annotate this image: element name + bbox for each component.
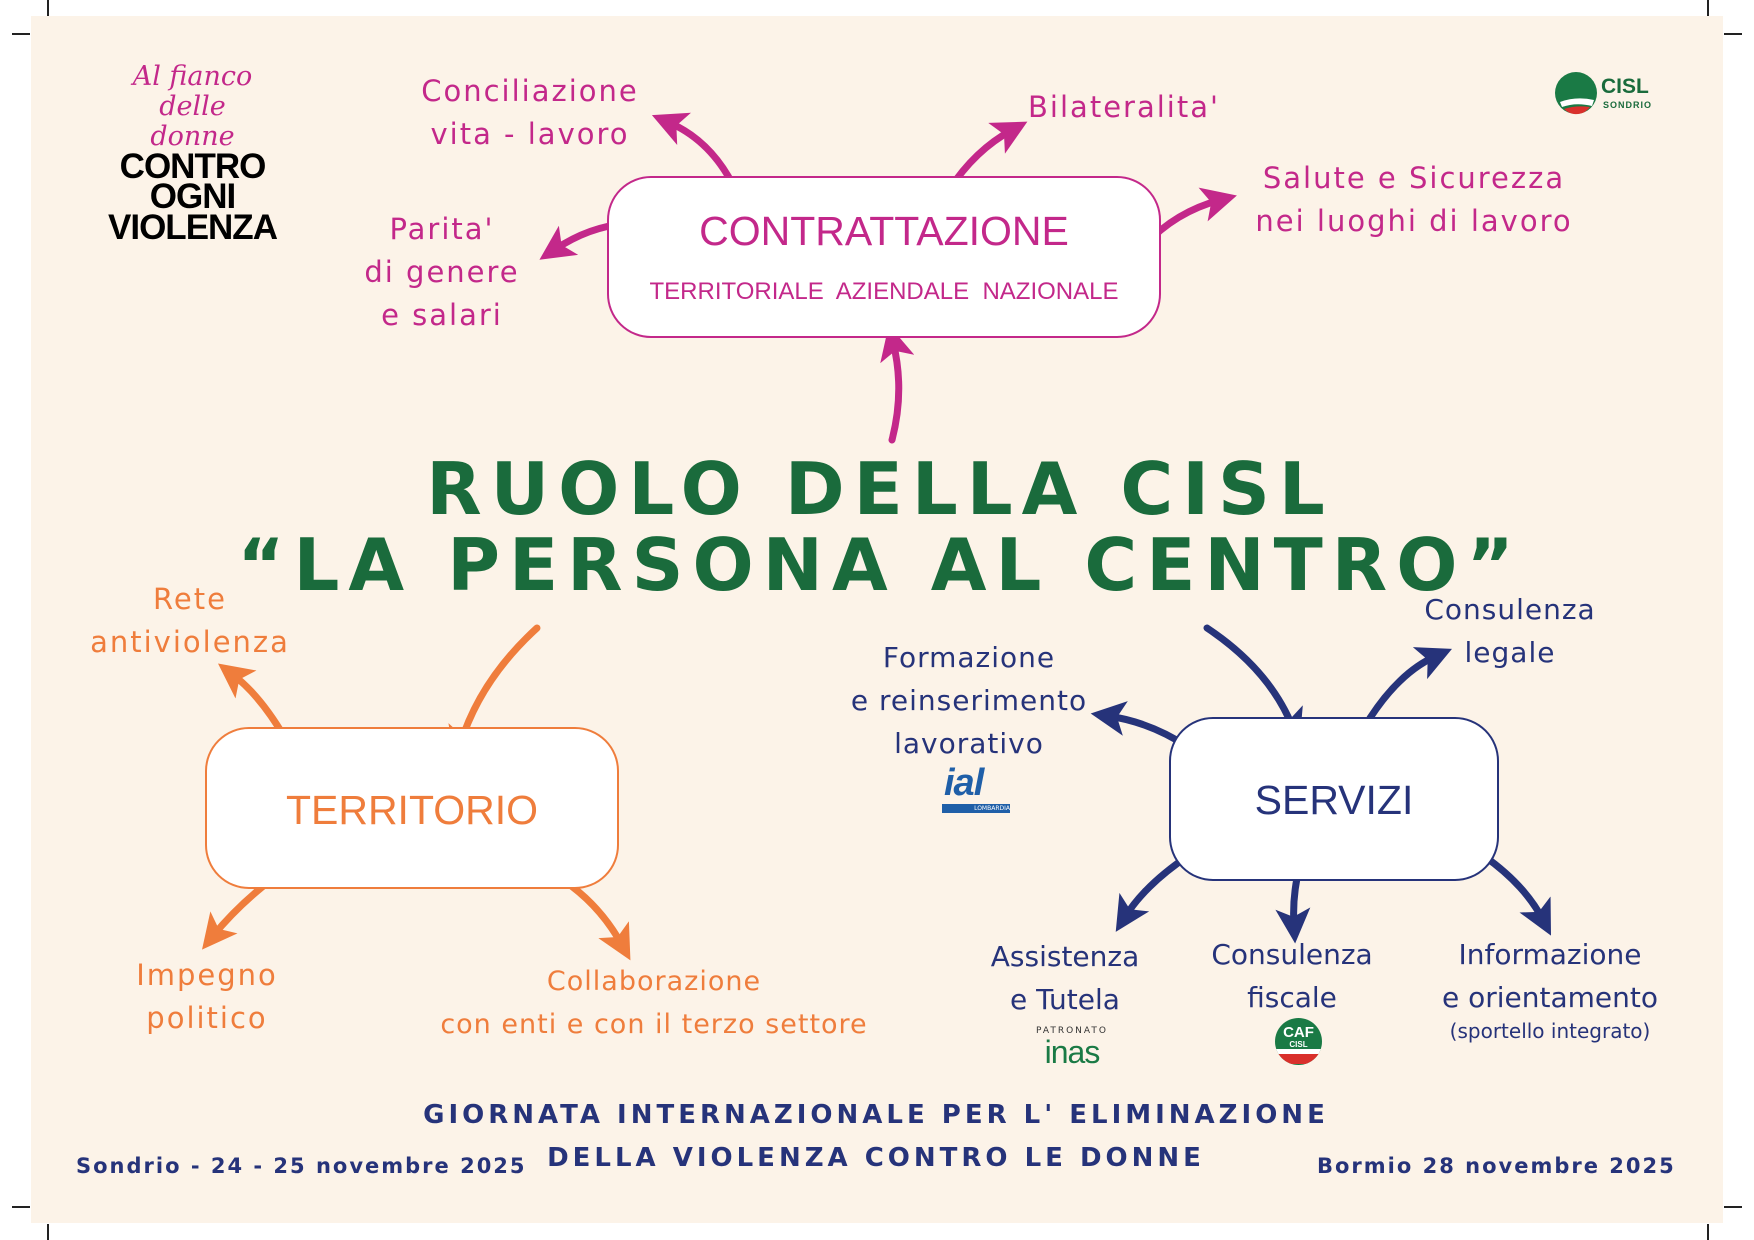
branch-consulenza-legale: Consulenza legale: [1424, 588, 1595, 674]
branch-line: Informazione: [1458, 938, 1642, 971]
branch-line: e Tutela: [1010, 983, 1120, 1016]
branch-line: Salute e Sicurezza: [1262, 161, 1566, 195]
territorio-box: TERRITORIO: [205, 727, 619, 889]
contrattazione-box: CONTRATTAZIONE TERRITORIALE AZIENDALE NA…: [607, 176, 1161, 338]
branch-informazione: Informazione e orientamento (sportello i…: [1442, 933, 1658, 1043]
branch-line: antiviolenza: [90, 625, 290, 659]
branch-consulenza-fiscale: Consulenza fiscale: [1211, 933, 1372, 1019]
branch-rete: Rete antiviolenza: [90, 578, 290, 664]
branch-line: Formazione: [882, 641, 1056, 674]
main-title-line1: RUOLO DELLA CISL: [426, 447, 1334, 531]
crop-mark: [1707, 1224, 1709, 1240]
caf-logo-text: CAF: [1283, 1024, 1314, 1041]
branch-parita: Parita' di genere e salari: [364, 208, 519, 337]
footer-line2: DELLA VIOLENZA CONTRO LE DONNE: [547, 1143, 1205, 1173]
branch-assistenza: Assistenza e Tutela: [991, 935, 1140, 1021]
branch-collaborazione: Collaborazione con enti e con il terzo s…: [440, 960, 867, 1046]
branch-line: Consulenza: [1424, 593, 1596, 626]
arrow-title-to-servizi: [1203, 624, 1303, 745]
servizi-title: SERVIZI: [1254, 777, 1414, 823]
crop-mark: [12, 1206, 30, 1208]
caf-logo-stripe: [1275, 1049, 1322, 1054]
crop-mark: [1724, 33, 1742, 35]
branch-line: con enti e con il terzo settore: [440, 1009, 868, 1040]
contrattazione-subtitle: TERRITORIALE AZIENDALE NAZIONALE: [649, 278, 1119, 305]
cisl-logo: CISL SONDRIO: [1554, 72, 1664, 116]
campaign-logo-line: CONTRO: [119, 147, 267, 186]
crop-mark: [1707, 0, 1709, 16]
cisl-logo-name: CISL: [1601, 75, 1649, 98]
crop-mark: [47, 0, 49, 16]
inas-logo: PATRONATO inas: [1024, 1026, 1120, 1074]
footer-date-bormio: Bormio 28 novembre 2025: [1317, 1154, 1676, 1178]
arrow-to-informazione: [1480, 852, 1552, 936]
ial-logo-text: ial: [944, 762, 984, 804]
campaign-logo-script: Al fianco delle donne: [132, 61, 253, 152]
arrow-to-collaborazione: [559, 876, 631, 961]
crop-mark: [12, 33, 30, 35]
ial-logo-sub: LOMBARDIA: [942, 804, 1010, 813]
crop-mark: [47, 1224, 49, 1240]
arrow-title-to-contrattazione: [880, 325, 915, 444]
campaign-logo: Al fianco delle donne CONTRO OGNI VIOLEN…: [95, 61, 290, 247]
branch-conciliazione: Conciliazione vita - lavoro: [421, 70, 639, 156]
contrattazione-title: CONTRATTAZIONE: [699, 208, 1069, 254]
branch-line: lavorativo: [894, 727, 1044, 760]
crop-mark: [1724, 1206, 1742, 1208]
campaign-logo-line: VIOLENZA: [108, 208, 278, 247]
cisl-logo-sub: SONDRIO: [1603, 100, 1653, 110]
servizi-box: SERVIZI: [1169, 717, 1499, 881]
branch-line: nei luoghi di lavoro: [1255, 204, 1573, 238]
branch-line: Parita': [389, 212, 495, 246]
cisl-emblem-icon: [1555, 72, 1597, 115]
branch-line: Collaborazione: [546, 966, 762, 997]
caf-logo-stripe: [1275, 1054, 1322, 1064]
branch-line: Assistenza: [990, 940, 1140, 973]
branch-salute: Salute e Sicurezza nei luoghi di lavoro: [1255, 157, 1572, 243]
branch-line: vita - lavoro: [430, 117, 630, 151]
caf-logo-sub: CISL: [1289, 1040, 1308, 1049]
branch-line: e orientamento: [1441, 981, 1659, 1014]
inas-logo-top: PATRONATO: [1036, 1026, 1108, 1036]
campaign-logo-line: OGNI: [149, 177, 236, 216]
branch-line: Impegno: [136, 958, 278, 992]
branch-impegno: Impegno politico: [136, 954, 278, 1040]
branch-line: di genere: [364, 255, 520, 289]
branch-line: fiscale: [1247, 981, 1337, 1014]
branch-line: Rete: [153, 582, 227, 616]
arrow-to-consulenza-legale: [1366, 647, 1452, 722]
footer-line1: GIORNATA INTERNAZIONALE PER L' ELIMINAZI…: [423, 1100, 1329, 1130]
branch-formazione: Formazione e reinserimento lavorativo: [851, 636, 1087, 765]
branch-line: Consulenza: [1211, 938, 1373, 971]
branch-line: legale: [1464, 636, 1556, 669]
branch-line: (sportello integrato): [1449, 1019, 1651, 1043]
branch-line: politico: [146, 1001, 268, 1035]
inas-logo-text: inas: [1044, 1034, 1101, 1070]
footer-date-sondrio: Sondrio - 24 - 25 novembre 2025: [76, 1154, 527, 1178]
branch-line: e salari: [381, 298, 503, 332]
caf-logo: CAF CISL: [1275, 1018, 1322, 1065]
main-title-line2: “LA PERSONA AL CENTRO”: [237, 523, 1523, 607]
branch-line: e reinserimento: [850, 684, 1088, 717]
branch-line: Conciliazione: [421, 74, 639, 108]
branch-bilateralita: Bilateralita': [1028, 90, 1220, 124]
ial-logo: ial LOMBARDIA: [942, 762, 1010, 814]
territorio-title: TERRITORIO: [285, 787, 539, 833]
